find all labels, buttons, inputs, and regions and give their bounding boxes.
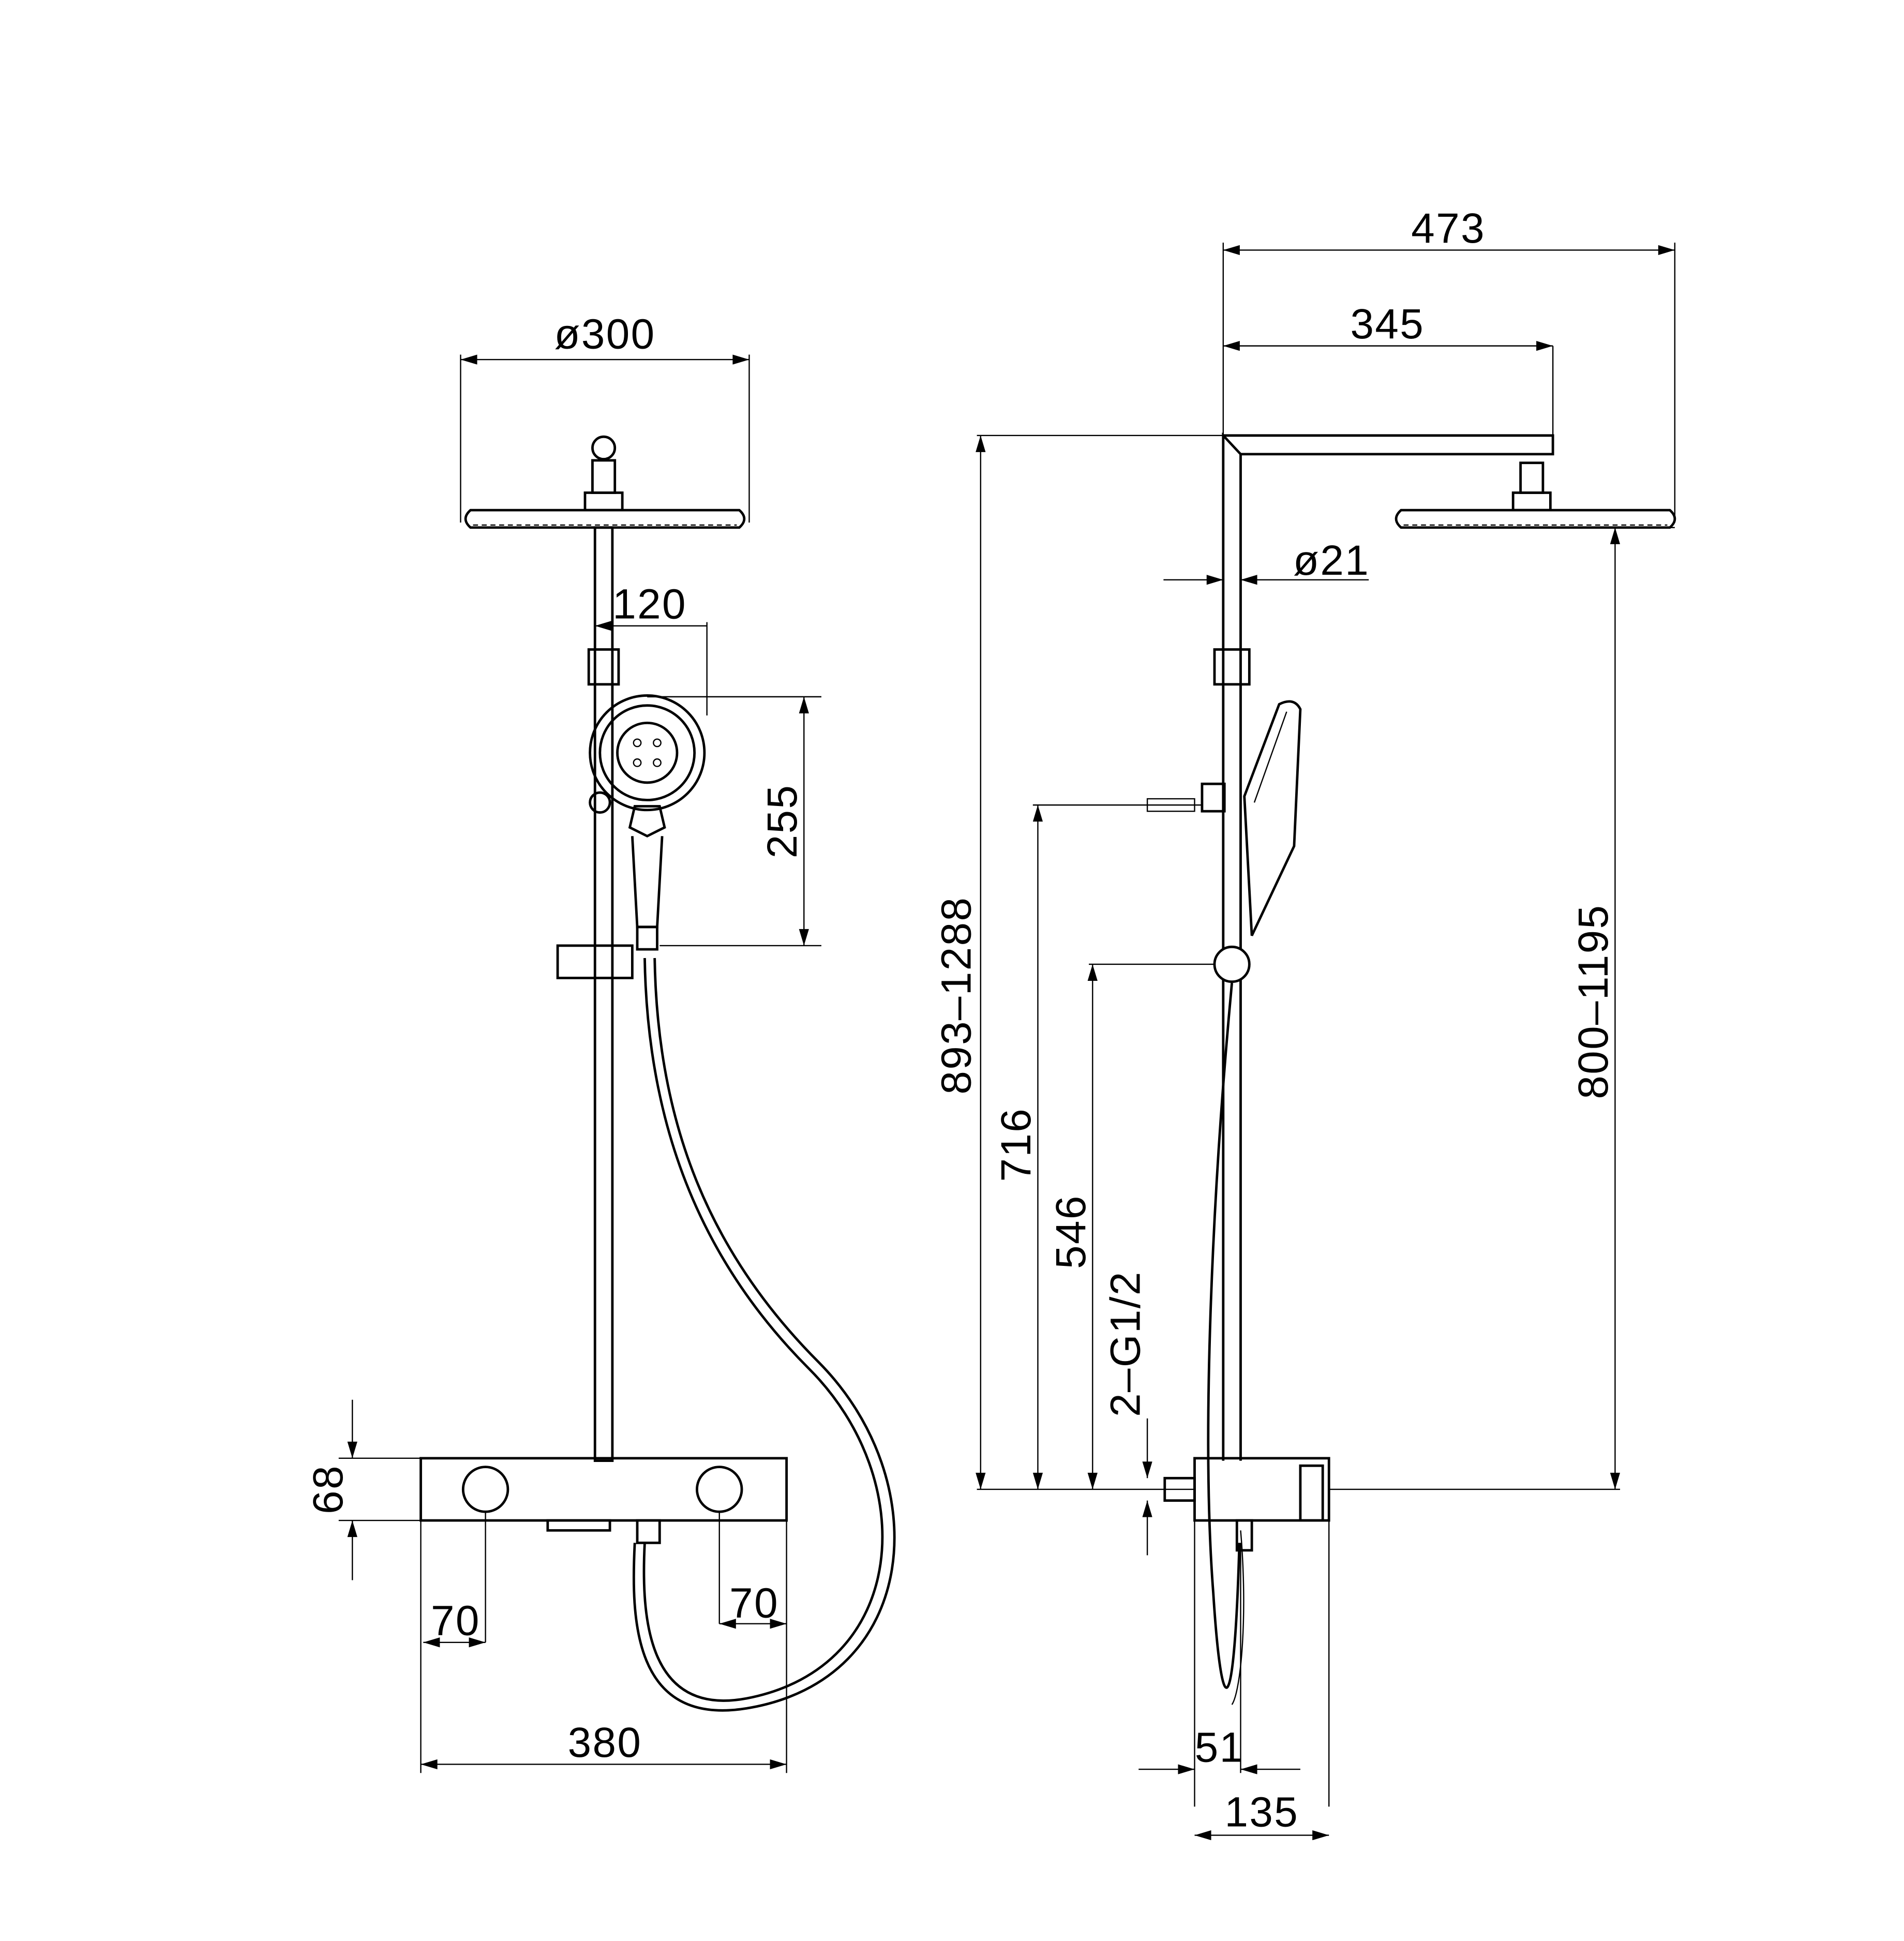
slider-side	[1213, 945, 1251, 983]
head-connector	[583, 491, 624, 512]
hand-shower	[589, 694, 706, 951]
dim-outlet-right: 70	[729, 1580, 779, 1627]
dim-inlets: 2–G1/2	[1102, 1271, 1149, 1417]
dim-total-height: 893–1288	[933, 897, 980, 1095]
dim-head-diameter: ø300	[554, 310, 655, 357]
rail-top-clamp	[587, 648, 620, 686]
dim-handshower-offset: 120	[612, 580, 687, 628]
wall-anchor	[1142, 798, 1202, 812]
hose-side	[1207, 982, 1241, 1689]
dim-arm-length: 345	[1350, 301, 1425, 348]
dim-total-projection: 473	[1411, 205, 1486, 252]
dim-pipe-diameter: ø21	[1293, 537, 1370, 584]
dim-holder-height: 716	[993, 1108, 1040, 1182]
hand-shower-side	[1243, 700, 1302, 936]
dim-handshower-height: 255	[759, 784, 806, 859]
dim-mixer-width: 380	[568, 1719, 642, 1766]
shower-arm	[1222, 432, 1554, 1461]
side-view: 473 345 ø21 893–1288 716 546 2–G1/2 800–…	[933, 205, 1676, 1841]
dim-slider-height: 546	[1047, 1195, 1095, 1269]
slider	[556, 944, 634, 979]
dim-mixer-depth: 135	[1225, 1789, 1299, 1836]
mixer-side	[1193, 1457, 1330, 1522]
left-knob	[461, 1466, 509, 1513]
dim-mixer-height: 68	[305, 1465, 352, 1514]
right-knob	[696, 1466, 743, 1513]
riser-rail	[593, 526, 614, 1462]
dim-wall-to-pipe: 51	[1195, 1724, 1245, 1771]
hose	[642, 958, 884, 1702]
front-view: ø300 120 255 68 70 70 380	[305, 310, 896, 1773]
dim-outlet-left: 70	[431, 1597, 481, 1644]
dim-head-height: 800–1195	[1570, 904, 1617, 1099]
rain-shower-head	[464, 509, 746, 529]
